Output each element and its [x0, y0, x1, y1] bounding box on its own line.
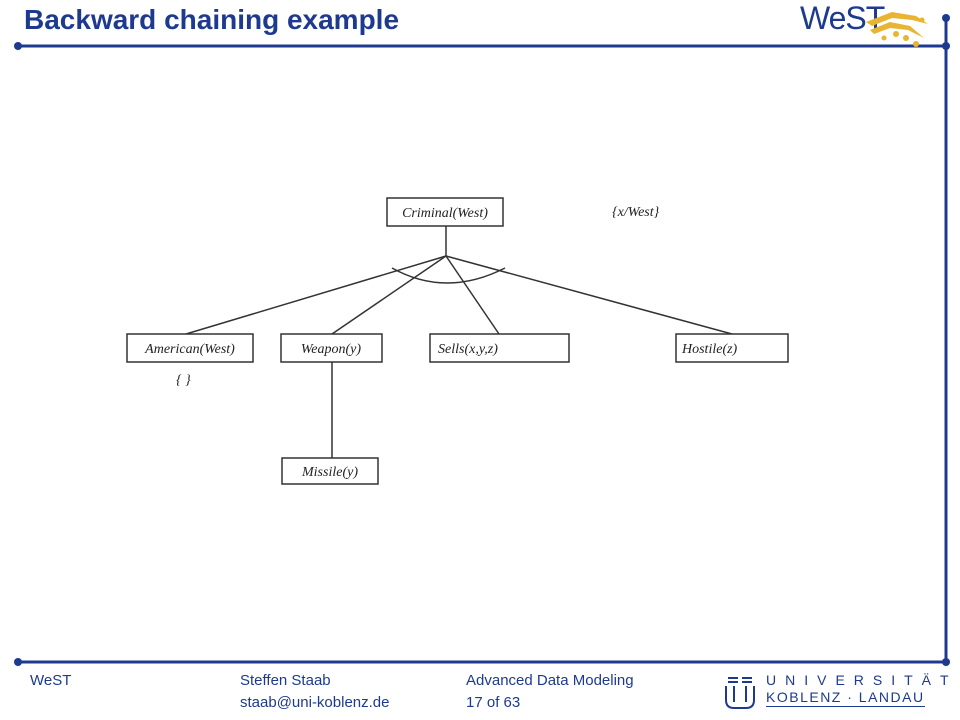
university-name-line1: UNIVERSITÄT — [766, 672, 958, 688]
university-logo: UNIVERSITÄT KOBLENZ · LANDAU — [720, 672, 949, 712]
university-name-line2: KOBLENZ · LANDAU — [766, 689, 925, 707]
node-root-label: Criminal(West) — [402, 206, 488, 221]
node-root: Criminal(West) — [386, 197, 504, 227]
footer-author: Steffen Staab — [240, 672, 331, 689]
root-substitution: {x/West} — [612, 205, 660, 220]
american-substitution: { } — [176, 373, 191, 388]
node-hostile-label: Hostile(z) — [681, 342, 738, 357]
footer-course: Advanced Data Modeling — [466, 672, 634, 689]
university-crest-icon — [725, 677, 755, 709]
west-logo-star-icon — [866, 12, 928, 47]
footer-email: staab@uni-koblenz.de — [240, 694, 390, 711]
node-weapon-label: Weapon(y) — [301, 342, 361, 357]
footer-page-number: 17 of 63 — [466, 694, 521, 711]
node-american: American(West) — [126, 333, 254, 363]
node-hostile: Hostile(z) — [675, 333, 789, 363]
node-missile-label: Missile(y) — [301, 465, 358, 480]
node-missile: Missile(y) — [281, 457, 379, 485]
node-american-label: American(West) — [144, 342, 235, 357]
node-sells-label: Sells(x,y,z) — [438, 342, 498, 357]
node-weapon: Weapon(y) — [280, 333, 383, 363]
slide-title: Backward chaining example — [24, 4, 400, 35]
footer-org: WeST — [30, 672, 72, 689]
node-sells: Sells(x,y,z) — [429, 333, 570, 363]
